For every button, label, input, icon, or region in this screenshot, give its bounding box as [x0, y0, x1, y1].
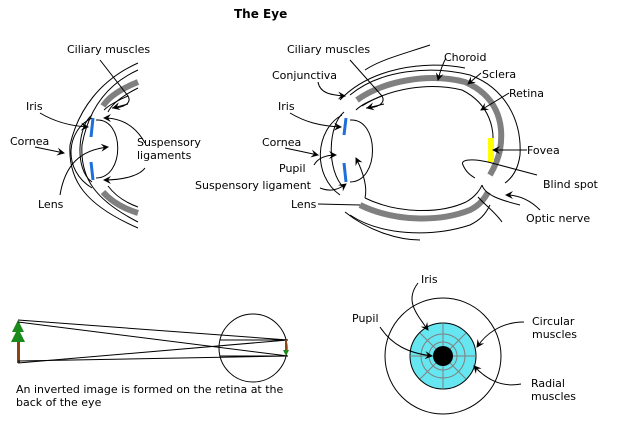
label-iris: Iris [278, 100, 295, 113]
inverted-tree-foliage [283, 350, 289, 356]
optic-nerve-bottom [477, 196, 503, 223]
inverted-tree-trunk [285, 340, 287, 354]
retina-line [361, 86, 494, 153]
label-suspensory-ligament: Suspensory ligament [195, 179, 312, 192]
small-outer-layer [69, 62, 139, 229]
front-label-circular-muscles: muscles [532, 328, 577, 341]
tree-trunk [17, 328, 20, 363]
label-blind-spot: Blind spot [543, 178, 599, 191]
inverted-image-diagram [11, 313, 289, 383]
front-label-radial-muscles: muscles [531, 390, 576, 403]
front-label-pupil: Pupil [352, 312, 379, 325]
inverted-caption-line2: back of the eye [16, 396, 102, 409]
label-pupil: Pupil [279, 162, 306, 175]
label-optic-nerve: Optic nerve [526, 212, 590, 225]
tree-foliage [11, 320, 25, 342]
small-label-cornea: Cornea [10, 135, 49, 148]
optic-nerve-top [481, 184, 521, 206]
inverted-caption-line1: An inverted image is formed on the retin… [16, 383, 284, 396]
small-inner-layer [81, 69, 139, 223]
small-iris-top [89, 117, 95, 138]
eyeball-circle [218, 313, 288, 383]
label-sclera: Sclera [482, 68, 516, 81]
choroid-band-top [355, 75, 505, 177]
full-lens [349, 119, 373, 183]
label-cornea: Cornea [262, 136, 301, 149]
small-label-ciliary-muscles: Ciliary muscles [67, 43, 150, 56]
small-label-ligaments: ligaments [137, 149, 192, 162]
small-eye-section [34, 59, 146, 229]
front-label-circular: Circular [532, 315, 575, 328]
choroid-band-bottom [358, 190, 491, 222]
front-label-iris: Iris [421, 273, 438, 286]
label-choroid: Choroid [444, 51, 486, 64]
small-label-suspensory: Suspensory [137, 136, 201, 149]
label-ciliary-muscles: Ciliary muscles [287, 43, 370, 56]
fovea-spot [488, 138, 494, 162]
label-retina: Retina [509, 87, 544, 100]
page-title: The Eye [234, 7, 287, 21]
sclera-outer [349, 69, 521, 184]
small-choroid-top [100, 79, 140, 108]
small-label-iris: Iris [26, 100, 43, 113]
small-lens [95, 119, 119, 179]
full-eye-section [284, 44, 541, 241]
label-lens: Lens [291, 198, 317, 211]
label-conjunctiva: Conjunctiva [272, 69, 337, 82]
front-label-radial: Radial [531, 377, 565, 390]
full-iris-bottom [342, 162, 348, 183]
full-cornea [319, 114, 343, 196]
small-label-lens: Lens [38, 198, 64, 211]
front-pupil [433, 346, 453, 366]
front-view-eye [379, 282, 525, 415]
full-iris-top [342, 117, 348, 136]
small-iris-bottom [89, 161, 95, 181]
label-fovea: Fovea [527, 144, 560, 157]
small-choroid-bottom [100, 189, 139, 216]
front-eye-outline [384, 297, 502, 415]
